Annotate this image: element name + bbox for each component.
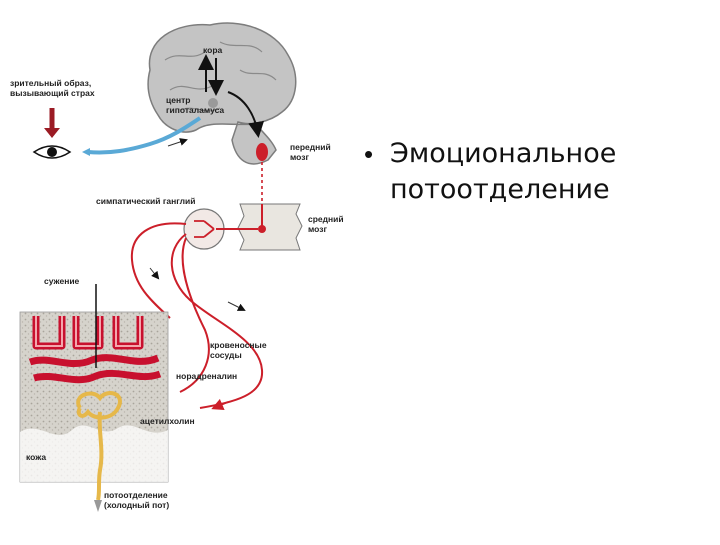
skin-section [19, 284, 169, 512]
visual-path [32, 108, 202, 159]
label-noradrenaline: норадреналин [176, 371, 238, 381]
label-sympathetic-ganglion: симпатический ганглий [96, 196, 196, 206]
diagram-svg [19, 22, 303, 512]
sympathetic-ganglion [183, 208, 258, 250]
label-forebrain: передний мозг [290, 142, 331, 162]
label-visual-image: зрительный образ, вызывающий страх [10, 78, 95, 98]
bullet-item: • Эмоциональное потоотделение [364, 136, 704, 208]
sweat-gland [76, 391, 122, 501]
label-acetylcholine: ацетилхолин [140, 416, 195, 426]
label-skin: кожа [26, 452, 47, 462]
label-cortex: кора [203, 45, 223, 55]
label-midbrain: средний мозг [308, 214, 344, 234]
bullet-text: Эмоциональное потоотделение [390, 138, 617, 205]
bullet-marker: • [364, 139, 374, 169]
label-sweating: потоотделение (холодный пот) [104, 490, 170, 510]
sweating-diagram: зрительный образ, вызывающий страх кора … [0, 0, 360, 540]
label-hypothalamus-center: центр гипоталамуса [166, 95, 225, 115]
midbrain-block [237, 203, 303, 251]
label-constriction: сужение [44, 276, 80, 286]
nerve-fibers [130, 222, 264, 409]
label-blood-vessels: кровеносные сосуды [210, 340, 267, 360]
